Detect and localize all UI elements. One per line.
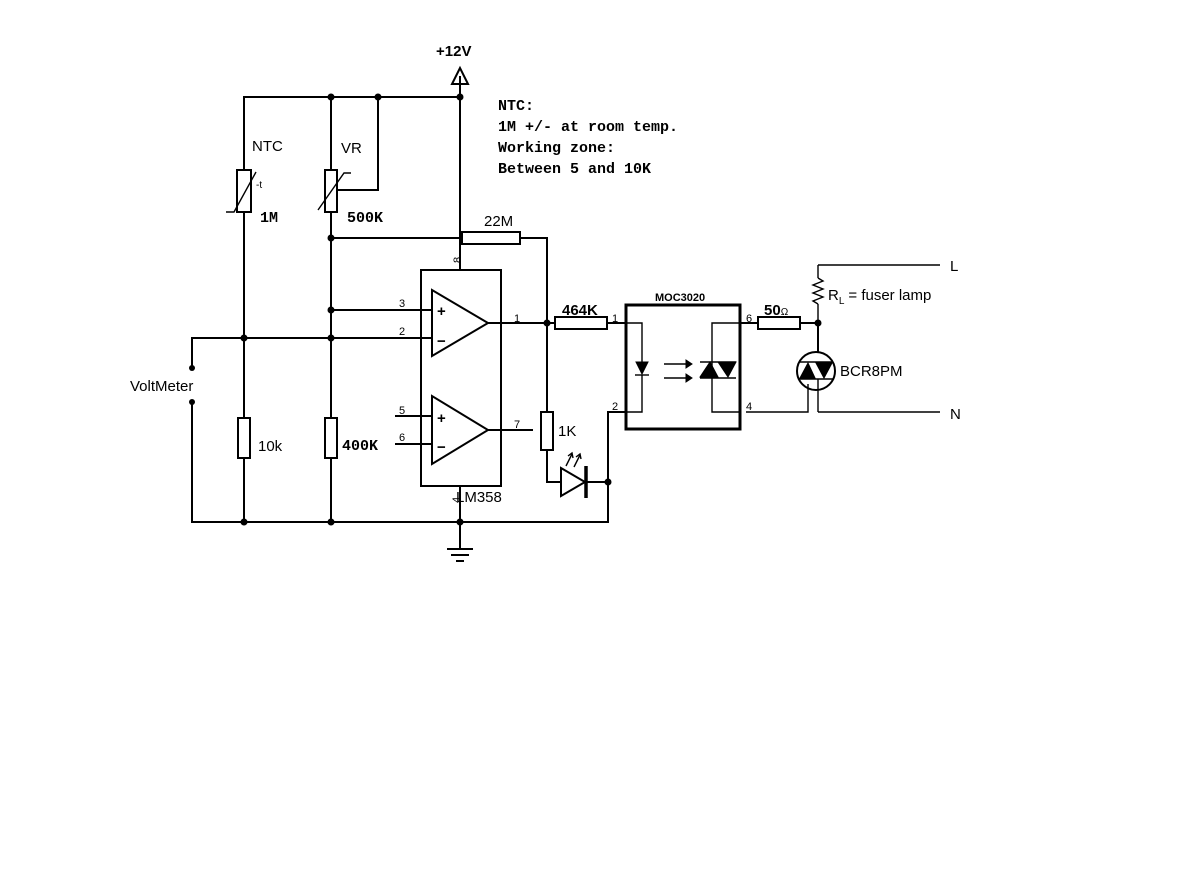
opto-light-icon: [664, 359, 693, 383]
note-line-3: Working zone:: [498, 140, 615, 157]
resistor-400k-value: 400K: [342, 438, 378, 455]
vr-label: VR: [341, 140, 362, 157]
resistor-50-value: 50Ω: [764, 302, 789, 319]
svg-text:−: −: [437, 439, 446, 456]
resistor-1k: 1K: [540, 322, 576, 483]
load-resistor-fuser-lamp: RL= fuser lamp: [811, 265, 931, 327]
pin-6: 6: [399, 432, 405, 444]
supply-label: +12V: [436, 43, 471, 60]
voltmeter-label: VoltMeter: [130, 378, 193, 395]
opto-pin-1: 1: [612, 313, 618, 325]
optocoupler-label: MOC3020: [655, 292, 705, 304]
resistor-400k: 400K: [324, 417, 378, 523]
ntc-temp-mark: -t: [256, 180, 262, 191]
svg-text:+: +: [437, 303, 446, 320]
resistor-1k-value: 1K: [558, 423, 576, 440]
light-emission-icon: [565, 451, 582, 468]
ntc-thermistor: NTC -t 1M: [226, 96, 283, 419]
triac-bcr8pm: BCR8PM: [746, 322, 940, 413]
svg-text:+: +: [437, 410, 446, 427]
resistor-10k: 10k: [237, 417, 283, 523]
pin-1: 1: [514, 313, 520, 325]
resistor-10k-value: 10k: [258, 438, 283, 455]
feedback-resistor-22m: 22M: [327, 213, 548, 325]
led-indicator: [546, 411, 627, 523]
ntc-label: NTC: [252, 138, 283, 155]
resistor-22m-value: 22M: [484, 213, 513, 230]
variable-resistor: VR 500K: [317, 96, 383, 419]
vr-value: 500K: [347, 210, 383, 227]
svg-text:−: −: [437, 333, 446, 350]
pin-7: 7: [514, 419, 520, 431]
pin-5: 5: [399, 405, 405, 417]
optocoupler-moc3020: MOC3020 1 2 6 4: [612, 292, 752, 431]
ntc-value: 1M: [260, 210, 278, 227]
note-line-1: NTC:: [498, 98, 534, 115]
opamp-inputs: [191, 306, 556, 445]
mains-line: L: [818, 258, 958, 275]
load-label: RL= fuser lamp: [828, 287, 931, 307]
note-line-2: 1M +/- at room temp.: [498, 119, 678, 136]
resistor-464k-value: 464K: [562, 302, 598, 319]
pin-3: 3: [399, 298, 405, 310]
mains-line-label: L: [950, 258, 958, 275]
mains-neutral-label: N: [950, 406, 961, 423]
resistor-464k: 464K: [554, 302, 627, 330]
resistor-50-ohm: 50Ω: [739, 302, 819, 330]
pin-2: 2: [399, 326, 405, 338]
ntc-note: NTC: 1M +/- at room temp. Working zone: …: [498, 98, 678, 178]
triac-label: BCR8PM: [840, 363, 903, 380]
opamp-lm358: + − + − 8 4 3 2 5 6 1 7 LM358: [399, 257, 520, 506]
opto-pin-2: 2: [612, 401, 618, 413]
ground-rail: [191, 518, 609, 562]
voltmeter-terminals: VoltMeter: [130, 337, 195, 523]
opto-pin-4: 4: [746, 401, 752, 413]
opamp-label: LM358: [456, 489, 502, 506]
mains-neutral: N: [950, 406, 961, 423]
pin-4: 4: [451, 497, 463, 503]
opto-pin-6: 6: [746, 313, 752, 325]
pin-8: 8: [452, 257, 464, 263]
note-line-4: Between 5 and 10K: [498, 161, 651, 178]
ground-icon: [447, 548, 473, 562]
